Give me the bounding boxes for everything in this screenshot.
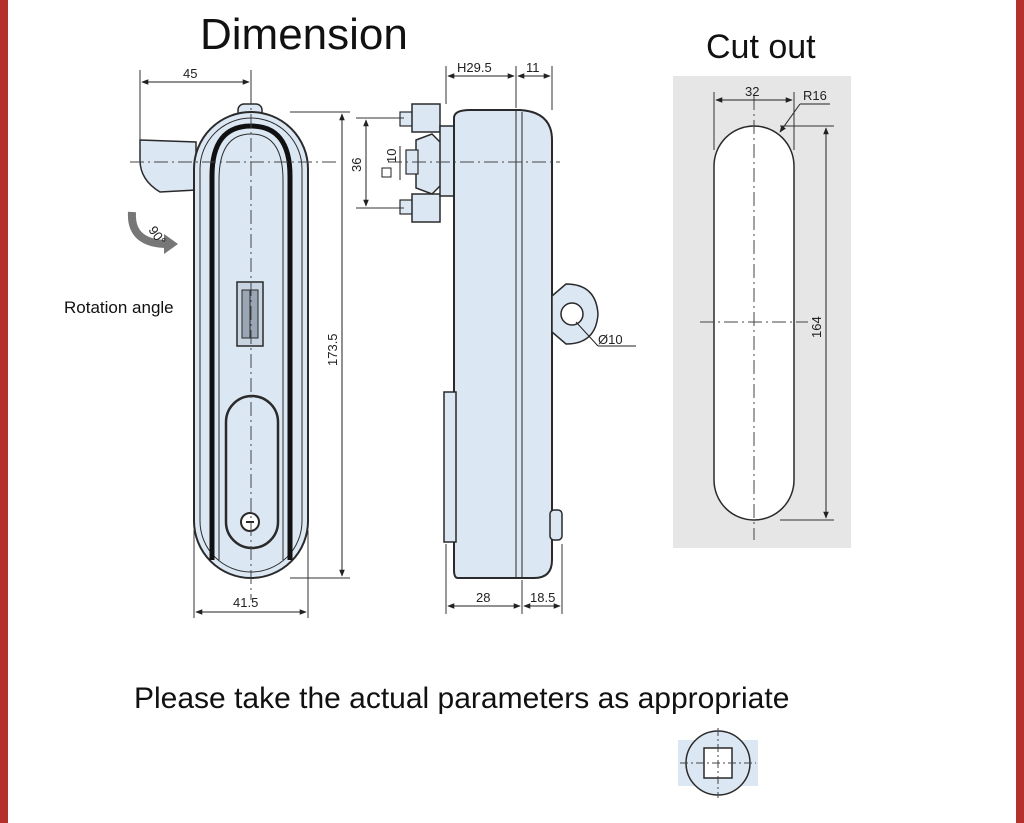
dim-depth-bottom: 28 — [476, 590, 490, 605]
front-view: 90° 45 41.5 173.5 — [127, 66, 350, 618]
dim-square: 10 — [384, 149, 399, 163]
cut-out-view: 32 R16 164 — [673, 76, 851, 548]
dim-spacing: 36 — [349, 158, 364, 172]
side-body — [453, 109, 553, 579]
side-view: Ø10 H29.5 11 36 10 28 18.5 — [349, 60, 636, 614]
dim-width-bottom: 41.5 — [233, 595, 258, 610]
lower-slot — [224, 394, 280, 550]
rotation-angle-label: Rotation angle — [64, 298, 174, 317]
square-key-icon — [678, 728, 758, 798]
dim-cutout-width: 32 — [745, 84, 759, 99]
rotation-arrow — [127, 211, 169, 248]
cut-out-heading: Cut out — [706, 28, 816, 66]
dim-hole: Ø10 — [598, 332, 623, 347]
dim-cutout-radius: R16 — [803, 88, 827, 103]
dim-depth-top-right: 11 — [526, 60, 540, 75]
dim-height: 173.5 — [325, 333, 340, 366]
dimension-heading: Dimension — [200, 10, 408, 59]
dim-cutout-height: 164 — [809, 316, 824, 338]
lever-handle — [139, 139, 197, 193]
dim-depth-bottom-right: 18.5 — [530, 590, 555, 605]
eye-hole — [560, 302, 584, 326]
dim-width-top: 45 — [183, 66, 197, 81]
dim-depth-top: H29.5 — [457, 60, 492, 75]
parameters-note: Please take the actual parameters as app… — [134, 682, 790, 715]
